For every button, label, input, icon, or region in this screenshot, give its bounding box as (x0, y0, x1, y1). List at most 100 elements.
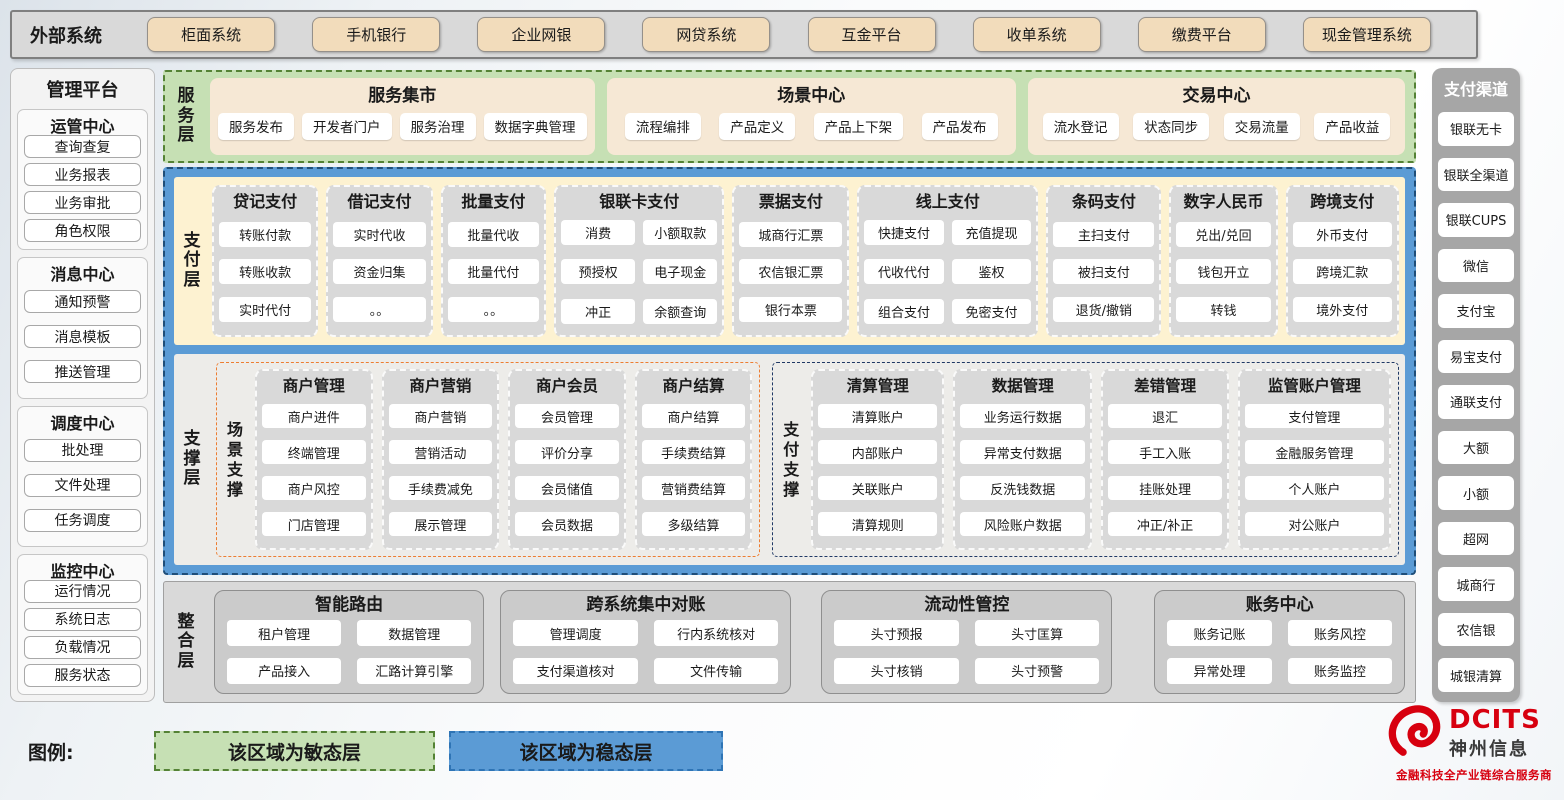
column-merchant-marketing: 商户营销 商户营销营销活动手续费减免展示管理 (381, 369, 500, 550)
module-node: 风险账户数据 (960, 512, 1086, 536)
column-clearing-management: 清算管理 清算账户内部账户关联账户清算规则 (811, 369, 945, 550)
dcits-swirl-icon (1388, 704, 1444, 764)
module-node: 系统日志 (24, 607, 141, 631)
panel-service-market: 服务集市 服务发布开发者门户服务治理数据字典管理 (210, 78, 595, 155)
payment-group-cross-border: 跨境支付 外币支付跨境汇款境外支付 (1285, 185, 1399, 337)
section-operations-center: 运管中心 查询查复业务报表业务审批角色权限 (17, 109, 148, 251)
panel-trade-center: 交易中心 流水登记状态同步交易流量产品收益 (1027, 78, 1405, 155)
module-node: 消息模板 (24, 325, 141, 349)
column-items: 清算账户内部账户关联账户清算规则 (818, 398, 938, 542)
module-node: 账务记账 (1167, 620, 1272, 647)
module-node: 业务报表 (24, 163, 141, 187)
module-node: 商户营销 (388, 404, 493, 428)
module-node: 异常支付数据 (960, 440, 1086, 464)
module-node: 消费 (561, 219, 636, 245)
external-system-node: 网贷系统 (642, 17, 771, 52)
panel-items: 流水登记状态同步交易流量产品收益 (1036, 105, 1397, 147)
module-node: 支付管理 (1244, 404, 1385, 428)
dcits-brand-text: DCITS (1449, 705, 1541, 736)
payment-group-batch: 批量支付 批量代收批量代付。。 (440, 185, 547, 337)
support-layer-label: 支撑层 (183, 429, 201, 489)
external-systems-list: 柜面系统手机银行企业网银网贷系统互金平台收单系统缴费平台现金管理系统 (110, 17, 1468, 52)
module-node: 小额取款 (643, 219, 718, 245)
module-node: 通知预警 (24, 290, 141, 314)
module-node: 账务监控 (1287, 657, 1392, 684)
column-merchant-member: 商户会员 会员管理评价分享会员储值会员数据 (508, 369, 626, 550)
group-title: 线上支付 (915, 192, 980, 211)
section-items: 查询查复业务报表业务审批角色权限 (24, 135, 141, 243)
group-title: 数字人民币 (1183, 192, 1264, 211)
panel-title: 交易中心 (1182, 86, 1251, 106)
module-node: 金融服务管理 (1244, 440, 1385, 464)
panel-title: 场景中心 (777, 86, 846, 106)
module-node: 退货/撤销 (1053, 296, 1155, 322)
dcits-company-name: 神州信息 (1449, 738, 1529, 760)
payment-layer-label: 支付层 (183, 230, 201, 290)
module-node: 。。 (447, 296, 540, 322)
module-node: 交易流量 (1223, 112, 1300, 140)
group-title: 票据支付 (758, 192, 823, 211)
column-items: 商户进件终端管理商户风控门店管理 (262, 398, 366, 542)
module-node: 被扫支付 (1053, 259, 1155, 284)
section-scheduling-center: 调度中心 批处理文件处理任务调度 (17, 405, 148, 547)
module-node: 余额查询 (643, 298, 718, 324)
channel-node: 银联无卡 (1438, 112, 1514, 146)
box-title: 账务中心 (1245, 595, 1314, 615)
module-node: 批量代收 (447, 221, 540, 247)
channel-node: 支付宝 (1438, 294, 1514, 328)
module-node: 推送管理 (24, 360, 141, 384)
module-node: 外币支付 (1292, 221, 1392, 247)
panel-scene-center: 场景中心 流程编排产品定义产品上下架产品发布 (606, 78, 1016, 155)
module-node: 充值提现 (951, 219, 1032, 245)
channel-node: 农信银 (1438, 612, 1514, 647)
group-items: 兑出/兑回钱包开立转钱 (1176, 214, 1271, 329)
module-node: 评价分享 (515, 440, 619, 464)
module-node: 主扫支付 (1053, 221, 1155, 247)
box-liquidity-control: 流动性管控 头寸预报头寸匡算头寸核销头寸预警 (821, 590, 1113, 694)
payment-group-digital-rmb: 数字人民币 兑出/兑回钱包开立转钱 (1169, 185, 1278, 337)
external-systems-bar: 外部系统 柜面系统手机银行企业网银网贷系统互金平台收单系统缴费平台现金管理系统 (10, 10, 1478, 59)
module-node: 产品接入 (227, 657, 342, 684)
channel-node: 银联CUPS (1438, 203, 1514, 237)
service-layer: 服务层 服务集市 服务发布开发者门户服务治理数据字典管理 场景中心 流程编排产品… (163, 70, 1416, 163)
module-node: 终端管理 (262, 440, 366, 464)
column-items: 商户结算手续费结算营销费结算多级结算 (641, 398, 746, 542)
box-items: 头寸预报头寸匡算头寸核销头寸预警 (834, 619, 1100, 685)
column-items: 商户营销营销活动手续费减免展示管理 (388, 398, 493, 542)
channel-node: 微信 (1438, 248, 1514, 283)
module-node: 批处理 (24, 438, 141, 462)
module-node: 鉴权 (951, 259, 1032, 284)
module-node: 管理调度 (513, 620, 638, 647)
module-node: 文件处理 (24, 473, 141, 497)
channel-node: 超网 (1438, 521, 1514, 556)
module-node: 退汇 (1108, 404, 1222, 428)
module-node: 内部账户 (818, 440, 938, 464)
column-title: 清算管理 (846, 377, 909, 395)
module-node: 会员数据 (515, 512, 619, 536)
module-node: 实时代收 (333, 221, 426, 247)
external-system-node: 现金管理系统 (1302, 17, 1431, 52)
module-node: 产品上下架 (813, 112, 904, 140)
module-node: 产品收益 (1314, 112, 1391, 140)
module-node: 头寸匡算 (974, 620, 1100, 647)
module-node: 服务状态 (24, 663, 141, 687)
group-title: 条码支付 (1071, 192, 1136, 211)
module-node: 开发者门户 (302, 112, 392, 140)
module-node: 手续费减免 (388, 476, 493, 500)
payment-group-unionpay-card: 银联卡支付 消费小额取款预授权电子现金冲正余额查询 (554, 185, 725, 337)
box-accounting-center: 账务中心 账务记账账务风控异常处理账务监控 (1154, 590, 1405, 694)
external-system-node: 柜面系统 (147, 17, 276, 52)
channel-node: 城银清算 (1438, 658, 1514, 692)
module-node: 会员管理 (515, 404, 619, 428)
module-node: 关联账户 (818, 476, 938, 500)
module-node: 商户风控 (262, 476, 366, 500)
group-items: 实时代收资金归集。。 (333, 214, 426, 329)
payment-group-barcode: 条码支付 主扫支付被扫支付退货/撤销 (1046, 185, 1162, 337)
module-node: 商户结算 (641, 404, 746, 428)
group-title: 跨境支付 (1310, 192, 1375, 211)
column-title: 数据管理 (991, 377, 1054, 395)
panel-items: 流程编排产品定义产品上下架产品发布 (615, 105, 1008, 147)
module-node: 银行本票 (739, 296, 843, 322)
